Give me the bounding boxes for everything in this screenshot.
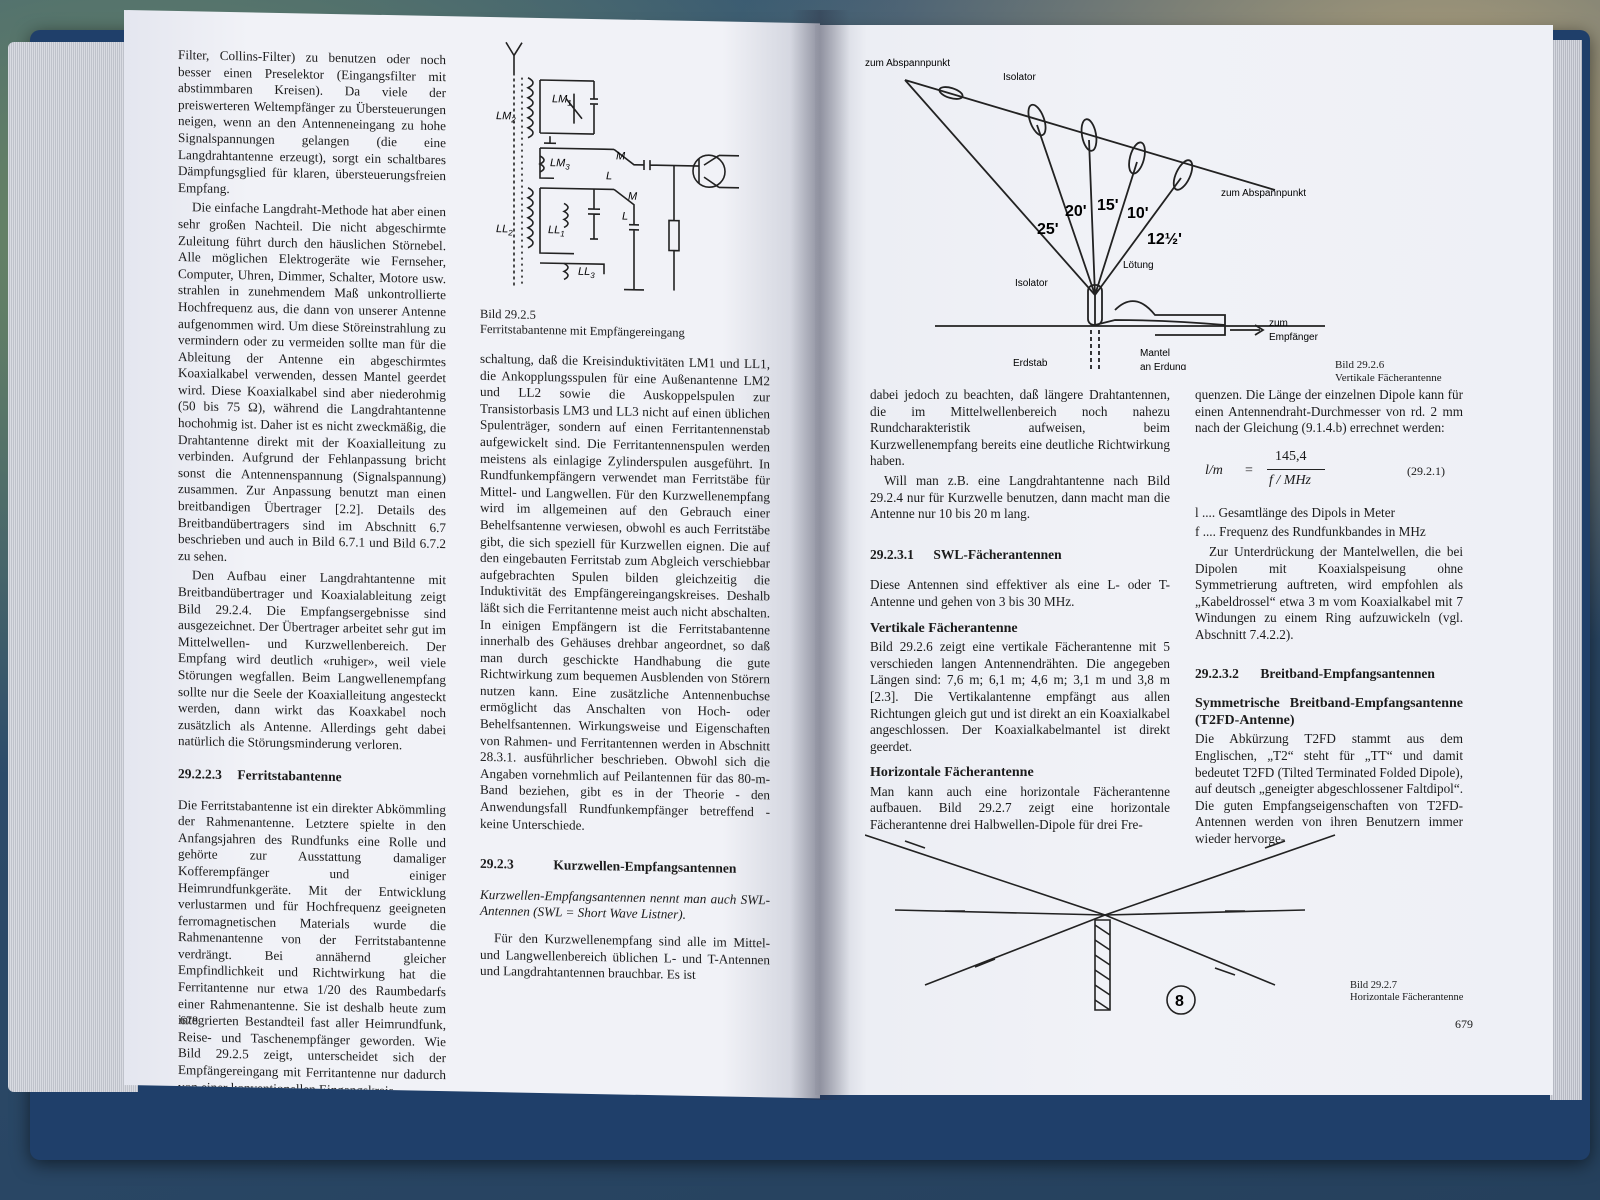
paragraph: Den Aufbau einer Langdrahtantenne mit Br… [178,567,446,753]
section-heading: 29.2.3.1 SWL-Fächerantennen [870,547,1170,564]
subheading: Vertikale Fächerantenne [870,620,1018,636]
label-empfaenger: Empfänger [1269,332,1319,343]
label-10ft: 10' [1127,205,1149,222]
label-lm3: LM3 [550,157,570,171]
paragraph: Kurzwellen-Empfangsantennen nennt man au… [480,886,770,923]
section-title: SWL-Fächerantennen [933,546,1062,562]
label-zum-abspannpunkt-left: zum Abspannpunkt [865,58,950,69]
right-column-2: quenzen. Die Länge der einzelnen Dipole … [1195,387,1463,850]
circuit-diagram: LM2 LM1 LM3 LL2 LL1 LL3 M L M L [496,41,739,291]
paragraph: quenzen. Die Länge der einzelnen Dipole … [1195,387,1463,436]
fan-antenna-diagram: zum Abspannpunkt Isolator zum Abspannpun… [865,58,1325,373]
page-edges-right [1550,40,1582,1100]
label-ll1: LL1 [548,224,565,238]
page-number: 679 [1455,1017,1473,1031]
right-page: zum Abspannpunkt Isolator zum Abspannpun… [815,25,1553,1095]
page-number: 678 [180,1013,198,1028]
paragraph: Diese Antennen sind effektiver als eine … [870,577,1170,609]
fraction-bar [1267,468,1325,470]
page-edges-left [8,42,138,1092]
legend-line: l .... Gesamtlänge des Dipols in Meter [1195,504,1395,520]
label-loetung: Lötung [1123,260,1154,271]
equation-reference: (29.2.1) [1407,463,1445,478]
section-number: 29.2.3.2 [1195,665,1239,681]
marker-number: 8 [1175,993,1184,1010]
label-m-upper: M [616,150,626,162]
label-ll2: LL2 [496,223,513,237]
caption-text: Horizontale Fächerantenne [1350,992,1464,1003]
paragraph: Filter, Collins-Filter) zu benutzen oder… [178,47,446,196]
figure-caption: Bild 29.2.7 Horizontale Fächerantenne [1350,980,1530,1004]
paragraph: Für den Kurzwellenempfang sind alle im M… [480,930,770,983]
figure-ferrite-antenna-circuit: LM2 LM1 LM3 LL2 LL1 LL3 M L M L [494,37,764,307]
label-15ft: 15' [1097,197,1119,214]
section-number: 29.2.2.3 [178,765,222,782]
paragraph: Die Ferritstabantenne ist ein direkter A… [178,796,446,1098]
left-column-1: Filter, Collins-Filter) zu benutzen oder… [178,47,446,1098]
equation-equals: = [1245,462,1253,478]
equation-numerator: 145,4 [1275,448,1307,464]
section-heading: 29.2.3.2 Breitband-Empfangsantennen [1195,666,1463,683]
label-l-upper: L [606,170,612,182]
equation-denominator: f / MHz [1269,472,1311,488]
label-mantel: Mantel [1140,348,1170,359]
paragraph: Die einfache Langdraht-Methode hat aber … [178,199,446,564]
legend-line: f .... Frequenz des Rundfunkbandes in MH… [1195,524,1426,540]
left-page: Filter, Collins-Filter) zu benutzen oder… [124,10,820,1099]
horizontal-fan-diagram: 8 [864,834,1336,1015]
caption-number: Bild 29.2.7 [1350,980,1397,991]
figure-caption: Bild 29.2.5 Ferritstabantenne mit Empfän… [480,307,760,342]
label-m-lower: M [628,191,638,203]
subheading: Symmetrische Breitband-Empfangsantenne (… [1195,696,1463,728]
label-12-5ft: 12½' [1147,231,1182,248]
label-erdstab: Erdstab [1013,358,1048,369]
book-gutter [790,10,850,1100]
subheading: Horizontale Fächerantenne [870,765,1034,781]
paragraph: dabei jedoch zu beachten, daß längere Dr… [870,387,1170,469]
section-title: Breitband-Empfangsantennen [1260,665,1435,681]
caption-text: Vertikale Fächerantenne [1335,372,1442,384]
caption-number: Bild 29.2.6 [1335,359,1385,371]
paragraph: Man kann auch eine horizontale Fächerant… [870,783,1170,833]
paragraph: Will man z.B. eine Langdrahtantenne nach… [870,472,1170,522]
label-zum: zum [1269,318,1288,329]
section-title: Ferritstabantenne [237,767,342,785]
label-isolator-top: Isolator [1003,72,1036,83]
section-title: Kurzwellen-Empfangsantennen [553,857,737,876]
paragraph: Zur Unterdrückung der Mantelwellen, die … [1195,543,1463,642]
equation: l/m = 145,4 f / MHz (29.2.1) [1195,443,1463,501]
figure-horizontal-fan-antenna: 8 [864,825,1345,1035]
figure-vertical-fan-antenna: zum Abspannpunkt Isolator zum Abspannpun… [865,50,1335,373]
paragraph: Die Abkürzung T2FD stammt aus dem Englis… [1195,731,1463,846]
label-lm1: LM1 [552,93,572,107]
paragraph: schaltung, daß die Kreisinduktivitäten L… [480,350,770,833]
label-zum-abspannpunkt-right: zum Abspannpunkt [1221,188,1306,199]
figure-caption: Bild 29.2.6 Vertikale Fächerantenne [1335,359,1535,385]
label-l-lower: L [622,211,628,223]
label-25ft: 25' [1037,221,1059,238]
section-heading: 29.2.2.3 Ferritstabantenne [178,766,446,788]
label-ll3: LL3 [578,266,595,280]
paragraph: Bild 29.2.6 zeigt eine vertikale Fächera… [870,639,1170,754]
label-lm2: LM2 [496,110,516,124]
equation-lhs: l/m [1205,462,1223,478]
label-an-erdung: an Erdung [1140,362,1186,370]
label-20ft: 20' [1065,203,1087,220]
section-number: 29.2.3 [480,856,514,872]
section-number: 29.2.3.1 [870,546,914,562]
label-isolator-bottom: Isolator [1015,278,1048,289]
left-column-2: schaltung, daß die Kreisinduktivitäten L… [480,351,770,988]
right-column-1: dabei jedoch zu beachten, daß längere Dr… [870,387,1170,837]
section-heading: 29.2.3 Kurzwellen-Empfangsantennen [480,856,770,878]
